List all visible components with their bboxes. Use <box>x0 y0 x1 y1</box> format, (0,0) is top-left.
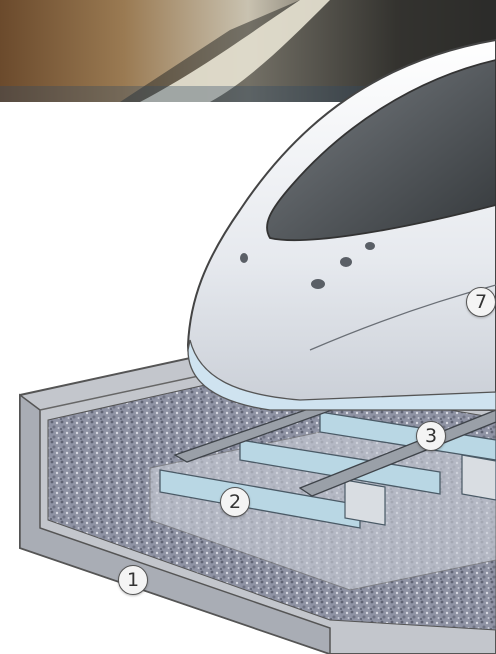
callout-1: 1 <box>118 565 148 595</box>
callout-7: 7 <box>466 287 496 317</box>
callout-2: 2 <box>220 487 250 517</box>
callout-3: 3 <box>416 421 446 451</box>
